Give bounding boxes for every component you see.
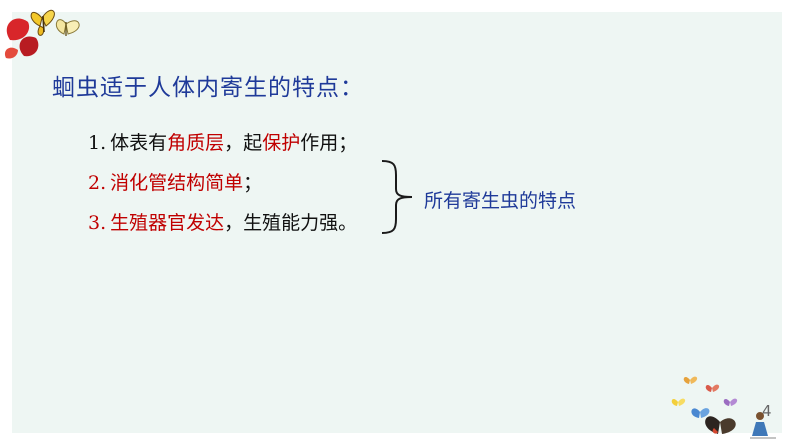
slide-background <box>12 12 782 433</box>
item-text: ，生殖能力强。 <box>224 212 358 234</box>
item-text: 作用； <box>300 132 358 154</box>
list-item: 2.消化管结构简单； <box>88 166 262 200</box>
item-text: 体表有 <box>110 132 168 154</box>
page-number: 4 <box>762 402 772 420</box>
item-text: ，起 <box>224 132 263 154</box>
item-highlight: 保护 <box>262 132 301 154</box>
item-highlight: 生殖器官发达 <box>110 212 225 234</box>
item-highlight: 消化管结构简单 <box>110 172 244 194</box>
page-title: 蛔虫适于人体内寄生的特点： <box>52 75 364 101</box>
item-number: 3. <box>88 212 107 234</box>
item-number: 2. <box>88 172 107 194</box>
list-item: 3.生殖器官发达，生殖能力强。 <box>88 206 357 240</box>
item-text: ； <box>243 172 263 194</box>
item-highlight: 角质层 <box>167 132 225 154</box>
brace-label: 所有寄生虫的特点 <box>424 190 577 212</box>
butterflies-and-figure-decoration-icon <box>671 376 776 439</box>
list-item: 1.体表有角质层，起保护作用； <box>88 126 357 160</box>
item-number: 1. <box>88 132 107 154</box>
right-brace-icon <box>381 160 413 234</box>
butterfly-leaves-decoration-icon <box>4 9 80 59</box>
